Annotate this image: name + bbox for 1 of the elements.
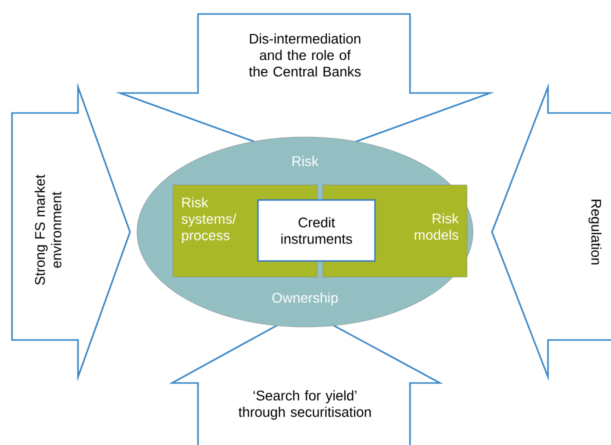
text-box: Credit instruments xyxy=(257,199,376,262)
